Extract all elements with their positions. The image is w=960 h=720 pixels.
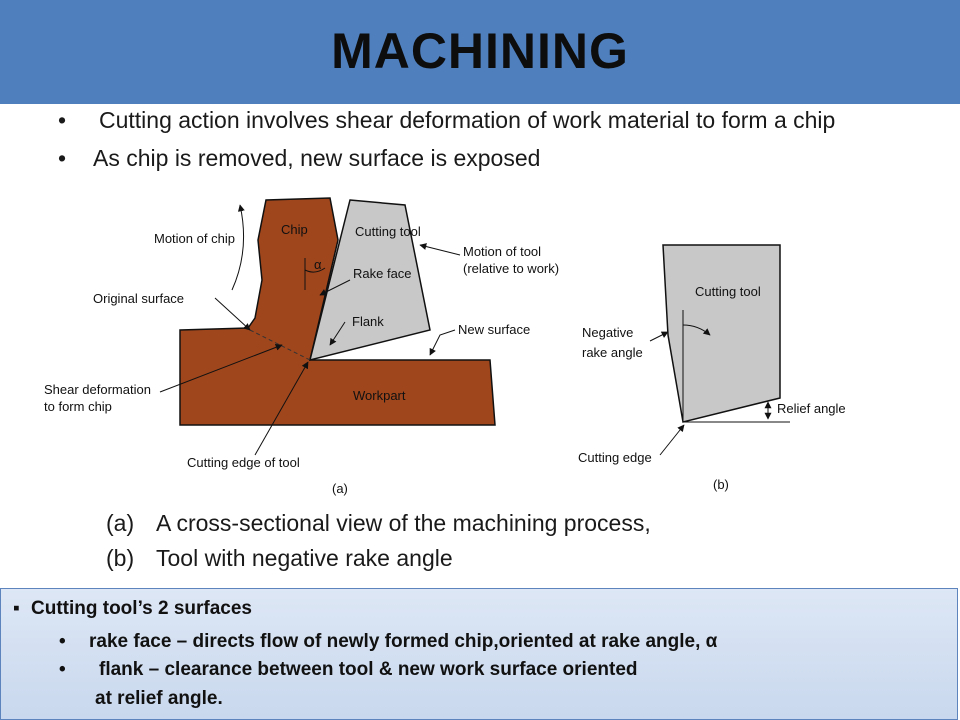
label-figure-a-tag: (a) [332, 481, 348, 496]
machining-diagram: Motion of chip Chip Cutting tool α Rake … [44, 197, 846, 496]
label-original-surface: Original surface [93, 291, 184, 306]
label-new-surface: New surface [458, 322, 530, 337]
caption-b: (b) Tool with negative rake angle [106, 545, 453, 572]
label-cutting-edge: Cutting edge [578, 450, 652, 465]
info-box-item: flank – clearance between tool & new wor… [99, 659, 638, 680]
leader-line [319, 279, 351, 296]
label-shear-deformation-2: to form chip [44, 399, 112, 414]
label-motion-of-tool-2: (relative to work) [463, 261, 559, 276]
leader-line [649, 331, 669, 342]
leader-line [214, 297, 251, 331]
info-box-continuation: at relief angle. [95, 688, 223, 709]
workpart-shape [179, 197, 496, 426]
leader-line [254, 361, 309, 456]
rake-angle-arc [682, 324, 711, 336]
figure-a: Motion of chip Chip Cutting tool α Rake … [44, 197, 559, 496]
leader-line [159, 343, 283, 393]
bullet-dot-icon: • [59, 659, 66, 680]
leader-line [419, 243, 461, 256]
figure-b: Cutting tool Negative rake angle Relief … [578, 244, 846, 492]
info-box: ▪ Cutting tool’s 2 surfaces • rake face … [0, 588, 958, 720]
label-motion-of-chip: Motion of chip [154, 231, 235, 246]
label-negative: Negative [582, 325, 633, 340]
caption-a: (a) A cross-sectional view of the machini… [106, 510, 651, 537]
caption-label: (a) [106, 510, 135, 536]
label-figure-b-tag: (b) [713, 477, 729, 492]
label-cutting-tool: Cutting tool [355, 224, 421, 239]
info-box-item: rake face – directs flow of newly formed… [89, 631, 718, 652]
label-shear-deformation: Shear deformation [44, 382, 151, 397]
title-bar: MACHINING [0, 0, 960, 104]
label-rake-face: Rake face [353, 266, 412, 281]
label-flank: Flank [352, 314, 384, 329]
label-cutting-edge-of-tool: Cutting edge of tool [187, 455, 300, 470]
caption-text: Tool with negative rake angle [156, 545, 453, 571]
label-chip: Chip [281, 222, 308, 237]
bullet-dot-icon: • [58, 145, 67, 171]
label-negative-rake-angle: rake angle [582, 345, 643, 360]
leader-line [329, 321, 346, 346]
leader-line [659, 424, 685, 456]
rake-angle-arc [304, 267, 326, 273]
bullet-text: Cutting action involves shear deformatio… [99, 107, 836, 133]
label-alpha: α [314, 257, 322, 272]
caption-text: A cross-sectional view of the machining … [156, 510, 651, 536]
bullet-dot-icon: • [59, 631, 66, 652]
info-box-heading: Cutting tool’s 2 surfaces [31, 598, 252, 619]
label-relief-angle: Relief angle [777, 401, 846, 416]
page-title: MACHINING [331, 23, 629, 79]
label-cutting-tool-b: Cutting tool [695, 284, 761, 299]
label-motion-of-tool: Motion of tool [463, 244, 541, 259]
caption-label: (b) [106, 545, 135, 571]
bullet-dot-icon: • [58, 107, 67, 133]
info-box-heading-icon: ▪ [13, 598, 20, 619]
cutting-tool-shape [308, 199, 431, 362]
negative-rake-tool-shape [662, 244, 781, 423]
bullet-text: As chip is removed, new surface is expos… [93, 145, 541, 171]
label-workpart: Workpart [353, 388, 406, 403]
motion-of-chip-arrow [231, 204, 245, 291]
leader-line [429, 329, 456, 356]
